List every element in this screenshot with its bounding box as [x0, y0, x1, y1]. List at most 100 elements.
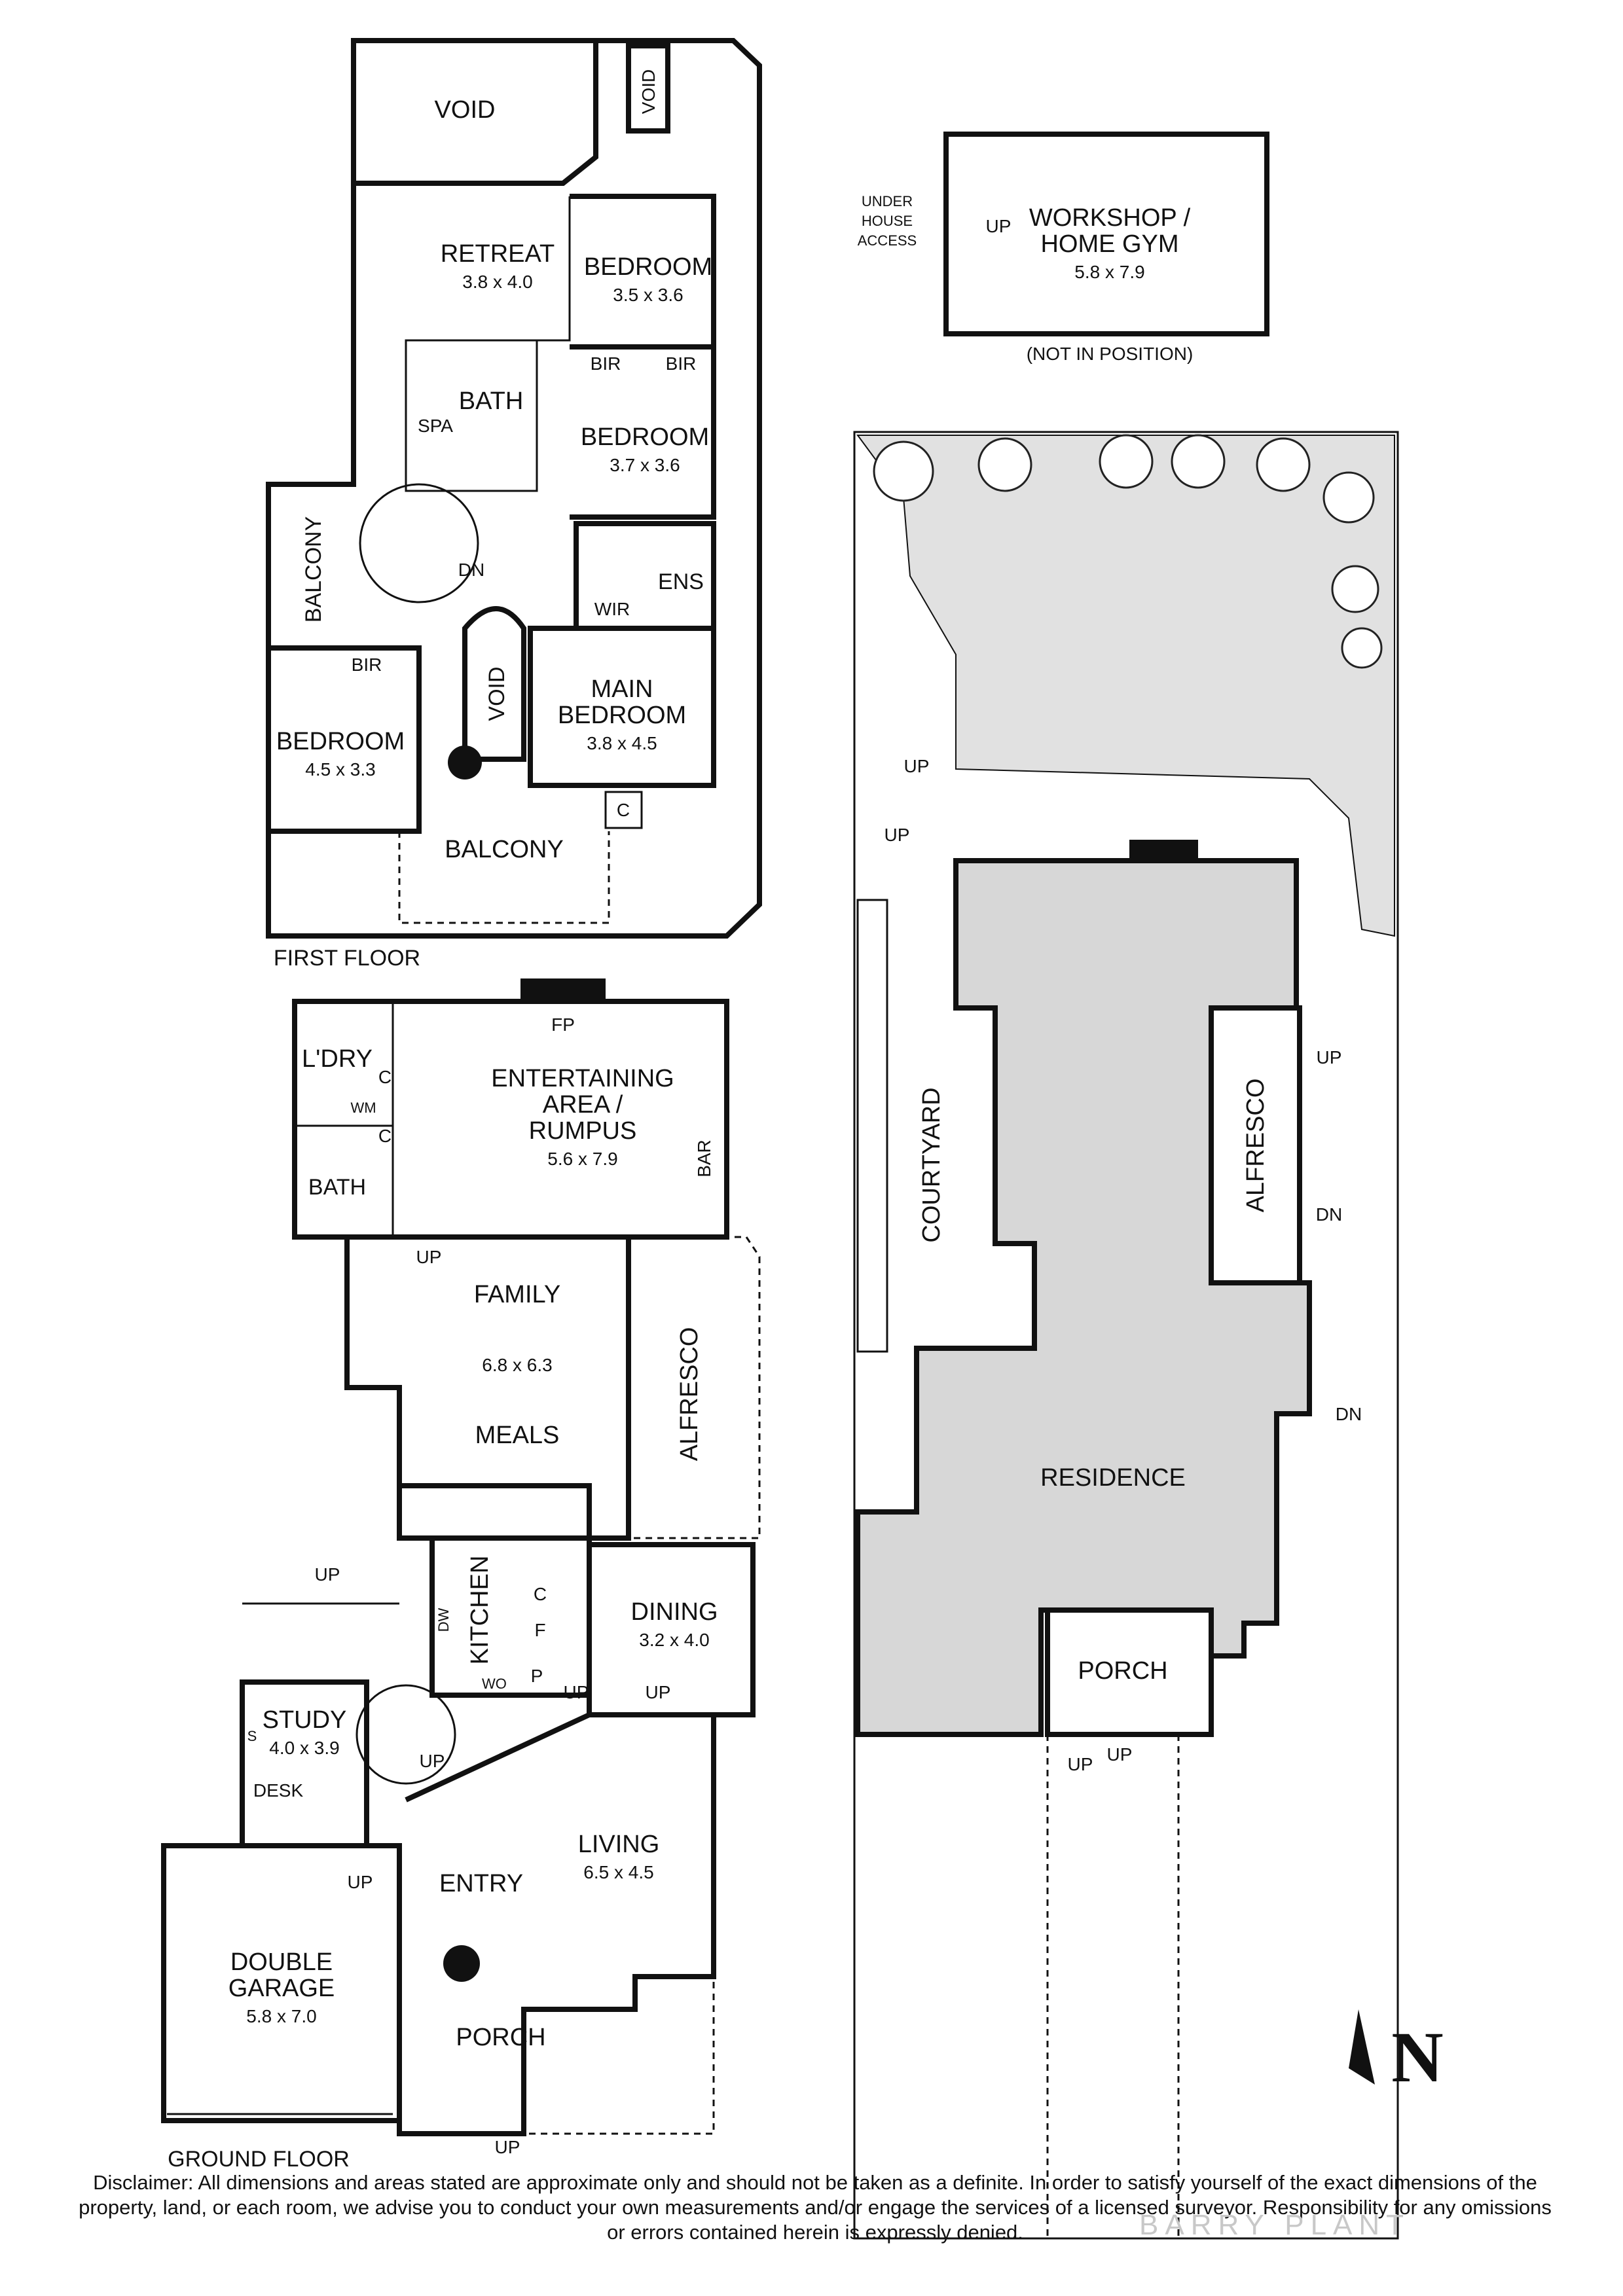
family-meals-wall: [344, 1234, 631, 1541]
compass-arrow-icon: [1349, 2009, 1375, 2085]
tree-2: [977, 437, 1032, 492]
entertaining-label-3: RUMPUS: [529, 1117, 637, 1145]
north-compass: N: [1349, 2009, 1444, 2097]
first-floor-caption: FIRST FLOOR: [274, 946, 420, 971]
entertaining-label-1: ENTERTAINING: [491, 1065, 674, 1092]
workshop-note: (NOT IN POSITION): [1027, 344, 1194, 364]
porch-edge: [399, 1977, 715, 2135]
first-floor: VOID VOID RETREAT 3.8 x 4.0 BEDROOM 3.5 …: [266, 38, 762, 971]
f-label: F: [534, 1620, 545, 1640]
bedroom-b-label: BEDROOM: [581, 423, 709, 451]
up-rumpus-label: UP: [416, 1247, 442, 1267]
entry-label: ENTRY: [439, 1870, 523, 1897]
desk-label: DESK: [253, 1780, 304, 1801]
workshop-title-2: HOME GYM: [1040, 230, 1178, 258]
balcony-front-label: BALCONY: [445, 836, 564, 863]
wo-label: WO: [482, 1676, 507, 1692]
dn-label: DN: [458, 560, 484, 580]
workshop-title-1: WORKSHOP /: [1029, 204, 1191, 232]
dining-label: DINING: [631, 1598, 718, 1626]
access-label-1: UNDER: [862, 193, 913, 209]
first-floor-outline: [266, 38, 762, 939]
s-label: S: [247, 1728, 257, 1744]
wm-label: WM: [350, 1100, 376, 1116]
tree-6: [1322, 471, 1375, 524]
tree-3: [1099, 434, 1154, 489]
bir-c-label: BIR: [352, 655, 382, 675]
void-side-label: VOID: [638, 69, 659, 114]
tree-4: [1171, 434, 1226, 489]
balcony-side-label: BALCONY: [301, 516, 326, 623]
dw-label: DW: [435, 1607, 452, 1632]
pillar-ground: [443, 1945, 480, 1982]
fireplace: [520, 978, 606, 1003]
bir-b-label: BIR: [666, 353, 697, 374]
courtyard-label: COURTYARD: [918, 1087, 945, 1242]
site-up-4: UP: [1107, 1744, 1133, 1765]
tree-5: [1256, 437, 1311, 492]
main-bedroom-label-1: MAIN: [591, 675, 653, 703]
residence-label: RESIDENCE: [1040, 1464, 1186, 1492]
ground-bath-label: BATH: [308, 1175, 366, 1200]
garage-wall: [161, 1843, 402, 2123]
dining-wall: [587, 1542, 756, 1717]
void-side-wall: [626, 43, 670, 134]
pillar-first: [448, 745, 482, 780]
bedroom-c-dim: 4.5 x 3.3: [305, 759, 375, 780]
study-label: STUDY: [263, 1706, 347, 1734]
retreat-label: RETREAT: [441, 240, 555, 268]
site-alfresco-label: ALFRESCO: [1242, 1079, 1269, 1213]
up-study-label: UP: [420, 1751, 445, 1771]
spiral-stair-first: [359, 483, 479, 603]
alfresco-label: ALFRESCO: [676, 1327, 703, 1462]
site-up-3: UP: [1317, 1047, 1342, 1067]
rumpus-wall: [292, 999, 729, 1240]
spa-label: SPA: [418, 416, 453, 436]
fp-label: FP: [551, 1014, 575, 1035]
up-side-label: UP: [315, 1564, 340, 1585]
workshop-wall: [943, 132, 1269, 336]
tree-8: [1341, 627, 1383, 669]
bedroom-a-label: BEDROOM: [584, 253, 712, 281]
site-porch-block: [1045, 1607, 1214, 1737]
spiral-stair-ground: [356, 1684, 456, 1785]
rear-garden: [856, 435, 1395, 937]
garage-label-2: GARAGE: [228, 1975, 335, 2002]
retreat-dim: 3.8 x 4.0: [462, 272, 532, 292]
site-up-5: UP: [1068, 1754, 1093, 1774]
up-porch-label: UP: [495, 2137, 520, 2157]
kitchen-wall: [399, 1483, 592, 1698]
c-pantry-label: C: [534, 1584, 547, 1604]
ens-label: ENS: [658, 569, 704, 594]
access-label-3: ACCESS: [858, 232, 917, 249]
main-bedroom-dim: 3.8 x 4.5: [587, 733, 657, 753]
site-dn-2: DN: [1336, 1404, 1362, 1424]
kitchen-label: KITCHEN: [466, 1556, 494, 1665]
wir-label: WIR: [594, 599, 630, 619]
workshop-dim: 5.8 x 7.9: [1074, 262, 1144, 282]
living-entry-wall: [397, 1712, 716, 2136]
bedroom-b-wall: [570, 344, 716, 520]
void-top-label: VOID: [435, 96, 496, 124]
study-dim: 4.0 x 3.9: [269, 1738, 339, 1758]
void-mid-wall: [462, 606, 526, 762]
void-mid-label: VOID: [484, 666, 509, 721]
ground-floor-caption: GROUND FLOOR: [168, 2147, 350, 2172]
living-dim: 6.5 x 4.5: [583, 1862, 653, 1882]
c-cupboard: [604, 791, 643, 829]
bedroom-c-label: BEDROOM: [276, 728, 405, 755]
tree-1: [873, 440, 934, 502]
site-up-2: UP: [884, 825, 910, 845]
site-alfresco-block: [1209, 1005, 1302, 1285]
living-label: LIVING: [578, 1831, 660, 1858]
family-label: FAMILY: [474, 1281, 560, 1308]
site-porch-label: PORCH: [1078, 1657, 1167, 1685]
meals-label: MEALS: [475, 1422, 560, 1449]
dining-dim: 3.2 x 4.0: [639, 1630, 709, 1650]
laundry-bath-wall: [295, 1000, 394, 1237]
tree-7: [1331, 565, 1379, 613]
site-fireplace: [1129, 840, 1198, 861]
main-bedroom-wall: [528, 626, 716, 788]
disclaimer-text: Disclaimer: All dimensions and areas sta…: [79, 2171, 1552, 2244]
